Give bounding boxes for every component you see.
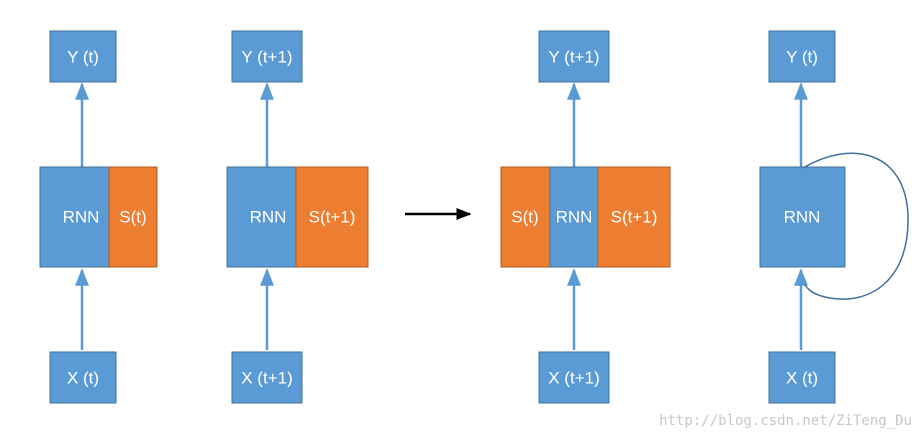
panel-1: Y (t) RNN S(t) X (t) — [39, 30, 158, 404]
rnn-box — [226, 166, 297, 268]
output-label: Y (t+1) — [241, 48, 292, 67]
input-box — [768, 351, 836, 404]
state-left-label: S(t) — [511, 208, 538, 227]
rnn-box — [39, 166, 110, 268]
panel-4: Y (t) RNN X (t) — [759, 30, 909, 404]
rnn-label: RNN — [63, 208, 100, 227]
output-box — [231, 30, 303, 83]
input-box — [49, 351, 117, 404]
rnn-label: RNN — [784, 208, 821, 227]
input-label: X (t+1) — [241, 369, 293, 388]
watermark-text: http://blog.csdn.net/ZiTeng_Du — [659, 413, 912, 429]
output-box — [49, 30, 117, 83]
output-label: Y (t+1) — [548, 48, 599, 67]
input-label: X (t+1) — [548, 369, 600, 388]
panel-3: Y (t+1) S(t) RNN S(t+1) X (t+1) — [500, 30, 671, 404]
state-label: S(t+1) — [309, 208, 356, 227]
panel-2: Y (t+1) RNN S(t+1) X (t+1) — [226, 30, 369, 404]
state-right-box — [597, 166, 671, 268]
output-label: Y (t) — [67, 48, 99, 67]
output-label: Y (t) — [786, 48, 818, 67]
rnn-box — [549, 166, 599, 268]
state-box — [108, 166, 158, 268]
input-box — [538, 351, 610, 404]
state-label: S(t) — [119, 208, 146, 227]
state-right-label: S(t+1) — [611, 208, 658, 227]
rnn-label: RNN — [250, 208, 287, 227]
rnn-label: RNN — [556, 208, 593, 227]
rnn-box — [759, 166, 846, 268]
input-label: X (t) — [786, 369, 818, 388]
input-box — [231, 351, 303, 404]
recurrent-loop-arrow — [799, 152, 909, 300]
output-box — [768, 30, 836, 83]
state-box — [295, 166, 369, 268]
input-label: X (t) — [67, 369, 99, 388]
output-box — [538, 30, 610, 83]
